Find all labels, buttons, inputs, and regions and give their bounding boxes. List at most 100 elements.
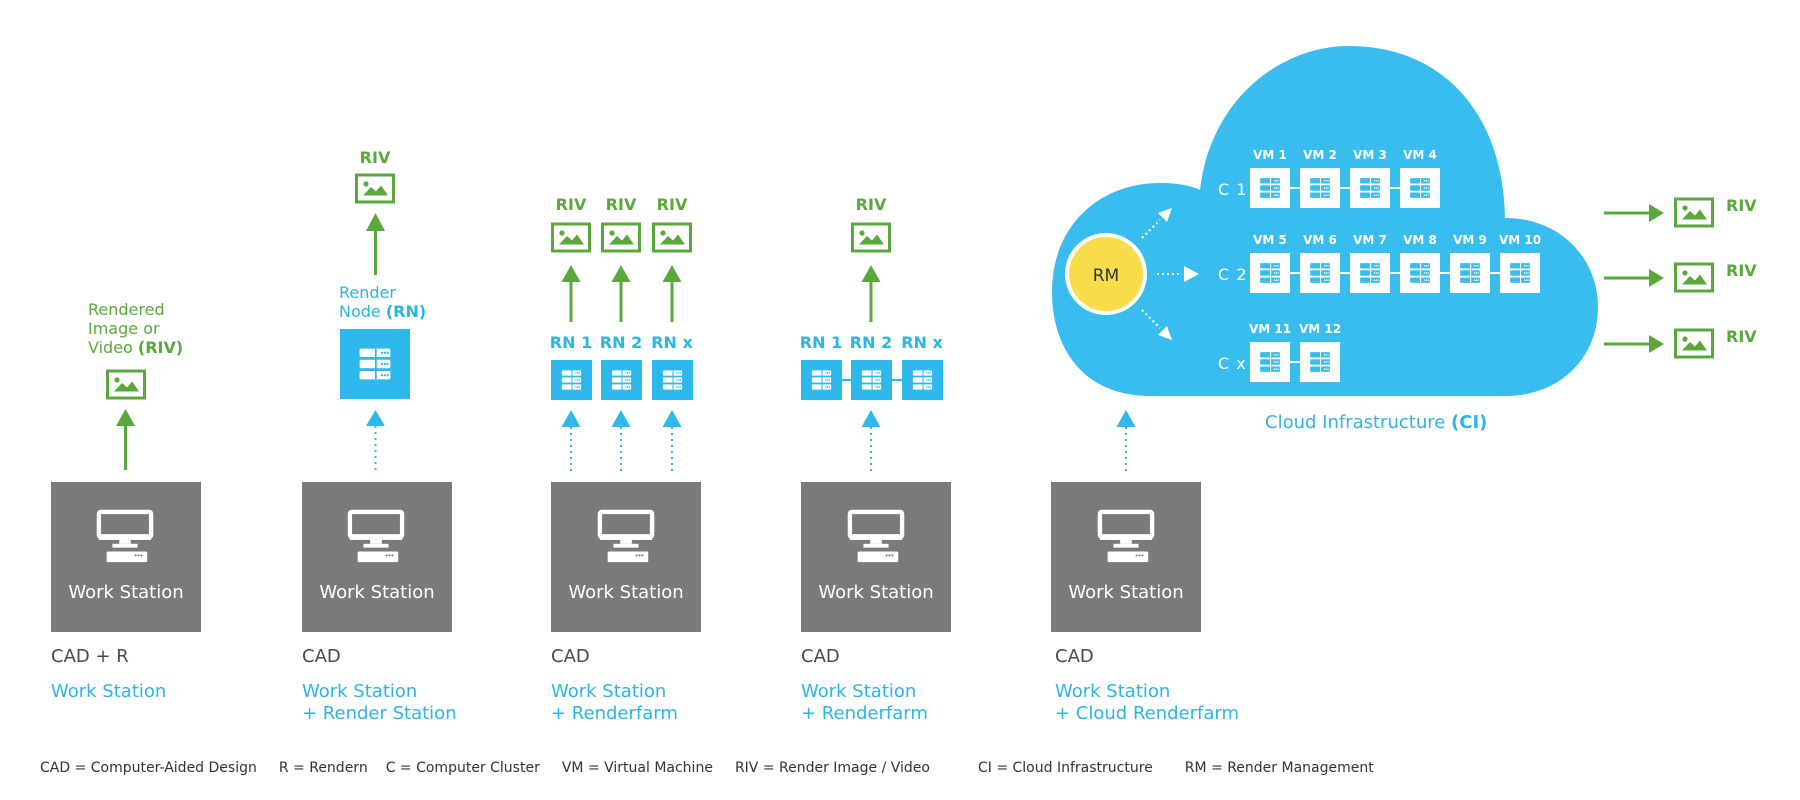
vm-box[interactable] <box>1300 253 1340 293</box>
output-arrow <box>366 213 385 275</box>
server-icon <box>1360 263 1380 283</box>
render-node-line1: Render <box>339 283 396 302</box>
vm-box[interactable] <box>1350 253 1390 293</box>
server-icon <box>1260 263 1280 283</box>
workstation-label: Work Station <box>818 582 933 603</box>
render-management-node[interactable]: RM <box>1065 233 1147 315</box>
legend-item-r: R = Rendern <box>278 760 368 776</box>
server-icon <box>1460 263 1480 283</box>
vm-box[interactable] <box>1400 253 1440 293</box>
workstation-box[interactable]: Work Station <box>51 482 201 632</box>
workstation-label: Work Station <box>68 582 183 603</box>
vm-label: VM 6 <box>1303 233 1337 247</box>
vm-box[interactable] <box>1450 253 1490 293</box>
output-arrow <box>1604 269 1664 287</box>
server-icon <box>1410 178 1430 198</box>
vm-box[interactable] <box>1300 342 1340 382</box>
input-arrow <box>861 410 881 472</box>
output-arrow <box>861 265 881 322</box>
cluster-label: C 2 <box>1218 265 1247 284</box>
vm-label: VM 1 <box>1253 148 1287 162</box>
vm-label: VM 2 <box>1303 148 1337 162</box>
riv-label: RIV <box>1726 196 1757 215</box>
riv-description-text: Video <box>88 338 138 357</box>
vm-box[interactable] <box>1300 168 1340 208</box>
cloud-title-text: Cloud Infrastructure <box>1265 412 1451 433</box>
server-icon <box>1360 178 1380 198</box>
render-node-box[interactable] <box>601 360 642 400</box>
render-node-label: RN 1 <box>550 333 592 352</box>
vm-box[interactable] <box>1250 253 1290 293</box>
vm-box[interactable] <box>1400 168 1440 208</box>
server-icon <box>662 370 683 390</box>
cluster-label: C x <box>1218 354 1247 373</box>
column-workstation: Rendered Image or Video (RIV) Work Stati… <box>51 300 201 702</box>
server-icon <box>811 370 832 390</box>
legend-item-rm: RM = Render Management <box>1184 760 1374 776</box>
image-icon <box>355 173 395 204</box>
dispatch-arrow-c1 <box>1141 208 1172 239</box>
workstation-box[interactable]: Work Station <box>302 482 452 632</box>
output-arrow <box>116 409 135 470</box>
server-icon <box>611 370 632 390</box>
render-node-box[interactable] <box>340 329 410 399</box>
setup-title: Work Station <box>51 681 166 702</box>
render-node-box[interactable] <box>801 360 842 400</box>
vm-box[interactable] <box>1350 168 1390 208</box>
legend: CAD = Computer-Aided Design R = Rendern … <box>40 760 1374 782</box>
image-icon <box>1674 262 1714 293</box>
output-arrow <box>611 265 631 322</box>
cloud-title: Cloud Infrastructure (CI) <box>1265 412 1487 433</box>
server-icon <box>1410 263 1430 283</box>
riv-description-line2: Image or <box>88 319 160 338</box>
cloud-output: RIV <box>1604 261 1757 293</box>
setup-title-line2: + Renderfarm <box>801 703 928 724</box>
vm-box[interactable] <box>1500 253 1540 293</box>
output-arrow <box>1604 335 1664 353</box>
input-arrow <box>366 410 385 472</box>
render-node-text: Node <box>339 302 386 321</box>
vm-label: VM 9 <box>1453 233 1487 247</box>
server-icon <box>912 370 933 390</box>
output-arrow <box>561 265 581 322</box>
render-node-line2: Node (RN) <box>339 302 426 321</box>
cad-label: CAD <box>1055 646 1094 667</box>
server-icon <box>561 370 582 390</box>
workstation-box[interactable]: Work Station <box>1051 482 1201 632</box>
vm-box[interactable] <box>1250 168 1290 208</box>
cad-label: CAD <box>302 646 341 667</box>
dispatch-arrow-cx <box>1141 309 1172 340</box>
cloud-shape <box>1052 46 1598 396</box>
legend-item-ci: CI = Cloud Infrastructure <box>977 760 1153 776</box>
riv-abbreviation: (RIV) <box>138 338 183 357</box>
workstation-box[interactable]: Work Station <box>551 482 701 632</box>
render-node-box[interactable] <box>551 360 592 400</box>
render-node-box[interactable] <box>851 360 892 400</box>
render-node-box[interactable] <box>652 360 693 400</box>
workstation-box[interactable]: Work Station <box>801 482 951 632</box>
vm-label: VM 8 <box>1403 233 1437 247</box>
workstation-label: Work Station <box>319 582 434 603</box>
vm-label: VM 4 <box>1403 148 1437 162</box>
image-icon <box>652 222 692 253</box>
setup-title-line2: + Render Station <box>302 703 457 724</box>
input-arrow <box>662 410 682 472</box>
riv-label: RIV <box>1726 327 1757 346</box>
dispatch-arrow-c2 <box>1157 266 1199 282</box>
workstation-label: Work Station <box>1068 582 1183 603</box>
riv-description-line3: Video (RIV) <box>88 338 183 357</box>
render-node-label: RN x <box>901 333 943 352</box>
vm-label: VM 3 <box>1353 148 1387 162</box>
render-node-abbreviation: (RN) <box>386 302 426 321</box>
cluster-label: C 1 <box>1218 180 1247 199</box>
cluster-row: C 1 VM 1 VM 2 VM 3 VM 4 <box>1218 148 1440 208</box>
vm-box[interactable] <box>1250 342 1290 382</box>
render-node-box[interactable] <box>902 360 943 400</box>
setup-title-line1: Work Station <box>801 681 916 702</box>
